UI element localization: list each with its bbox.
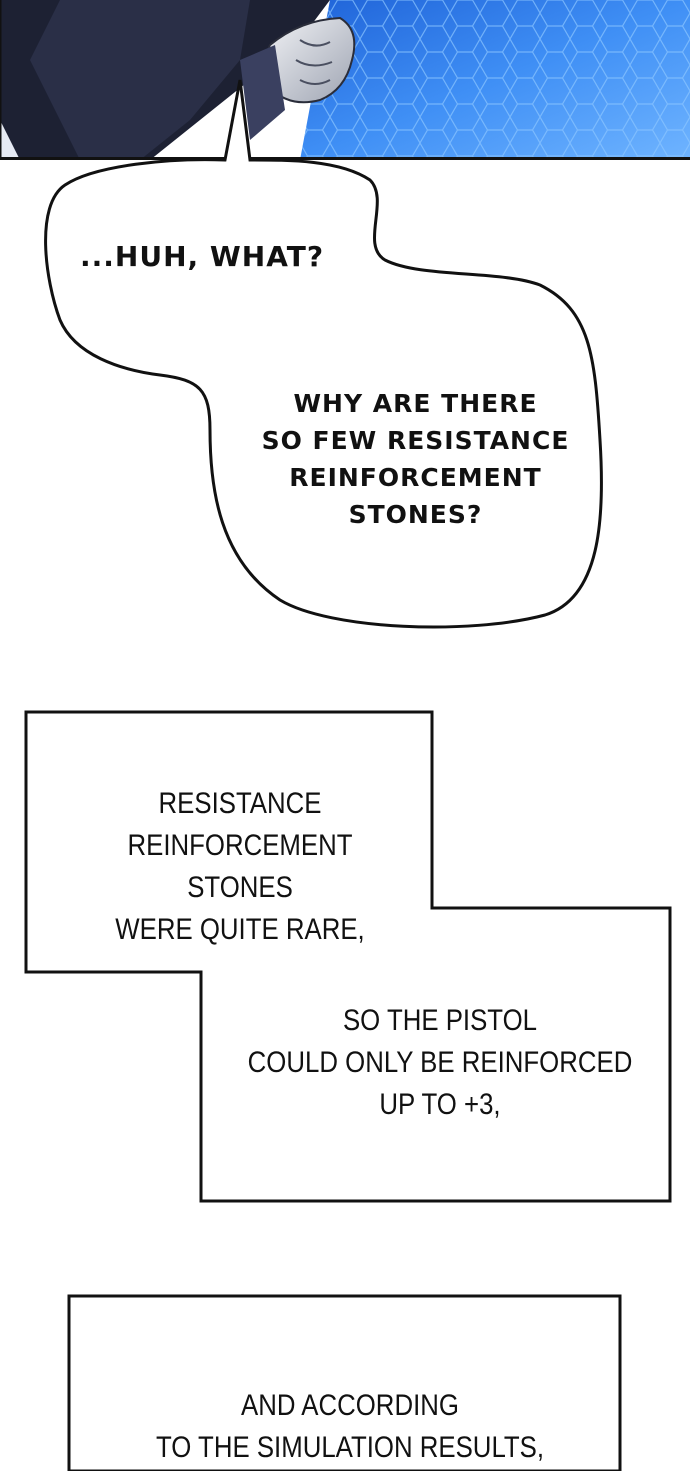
speech-bubble: [44, 79, 603, 629]
narration-3-line-2: TO THE SIMULATION RESULTS,: [155, 1431, 545, 1464]
narration-2-line-2: COULD ONLY BE REINFORCED: [247, 1046, 633, 1079]
narration-text-1: RESISTANCE REINFORCEMENT STONES WERE QUI…: [85, 783, 395, 951]
narration-1-line-2: REINFORCEMENT STONES: [127, 829, 353, 904]
character-shield-illustration: [0, 0, 690, 160]
bubble-line-2d: STONES?: [348, 500, 483, 529]
bubble-line-1: ...HUH, WHAT?: [80, 240, 325, 273]
narration-1-line-1: RESISTANCE: [158, 787, 322, 820]
comic-panel-top: [0, 0, 690, 160]
bubble-line-2b: SO FEW RESISTANCE: [261, 426, 570, 455]
narration-text-2: SO THE PISTOL COULD ONLY BE REINFORCED U…: [247, 1000, 634, 1126]
narration-text-3: AND ACCORDING TO THE SIMULATION RESULTS,: [118, 1385, 582, 1469]
narration-2-line-1: SO THE PISTOL: [342, 1004, 538, 1037]
bubble-line-2a: WHY ARE THERE: [293, 389, 538, 418]
narration-1-line-3: WERE QUITE RARE,: [115, 913, 365, 946]
narration-2-line-3: UP TO +3,: [379, 1088, 501, 1121]
bubble-line-2c: REINFORCEMENT: [289, 463, 542, 492]
narration-3-line-1: AND ACCORDING: [241, 1389, 459, 1422]
bubble-line-2: WHY ARE THERE SO FEW RESISTANCE REINFORC…: [238, 385, 593, 533]
